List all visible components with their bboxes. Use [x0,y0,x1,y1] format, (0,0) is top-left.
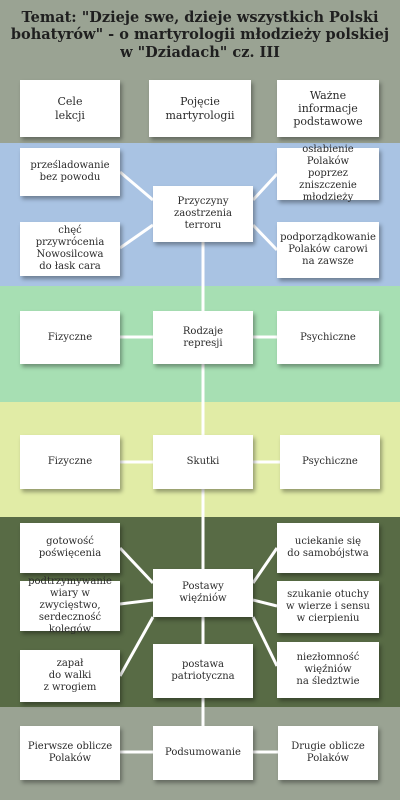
header-band [0,0,400,70]
connector-attitude-left-top [118,546,155,585]
summary-center-box: Podsumowanie [153,726,253,780]
attitude-suicide-box: uciekanie się do samobójstwa [277,523,379,573]
causes-center-box: Przyczyny zaostrzenia terroru [153,186,253,242]
page-title: Temat: "Dzieje swe, dzieje wszystkich Po… [10,8,390,61]
attitude-steadfastness-box: niezłomność więźniów na śledztwie [277,642,379,698]
attitude-zeal-box: zapał do walki z wrogiem [20,650,120,702]
cause-weakening-box: osłabienie Polaków poprzez zniszczenie m… [277,144,379,203]
summary-first-face-box: Pierwsze oblicze Polaków [20,726,120,780]
connector-attitude-left-bottom [118,616,155,677]
summary-second-face-box: Drugie oblicze Polaków [278,726,378,780]
attitude-comfort-box: szukanie otuchy w wierze i sensu w cierp… [277,581,379,633]
effects-psychological-box: Psychiczne [280,435,380,489]
attitude-sacrifice-box: gotowość poświęcenia [20,523,120,573]
cause-subordination-box: podporządkowanie Polaków carowi na zawsz… [277,222,379,278]
connector-cause-left-top [119,170,154,202]
attitudes-center-box: Postawy więźniów [153,569,253,617]
connector-cause-right-bottom [251,223,279,252]
goals-box: Cele lekcji [20,80,120,137]
cause-novosiltsev-box: chęć przywrócenia Nowosilcowa do łask ca… [20,222,120,276]
attitude-faith-box: podtrzymywanie wiary w zwycięstwo, serde… [20,576,120,635]
connector-attitude-right-top [251,547,279,584]
connector-attitude-left-mid [119,598,154,606]
connector-attitude-right-bottom [251,616,279,667]
patriotic-attitude-box: postawa patriotyczna [153,644,253,698]
repressions-psychological-box: Psychiczne [277,311,379,364]
cause-persecution-box: prześladowanie bez powodu [20,148,120,196]
important-info-box: Ważne informacje podstawowe [277,80,379,137]
connector-cause-left-bottom [119,223,154,250]
effects-center-box: Skutki [153,435,253,489]
repressions-physical-box: Fizyczne [20,311,120,364]
martyrology-box: Pojęcie martyrologii [149,80,251,137]
effects-physical-box: Fizyczne [20,435,120,489]
connector-cause-right-top [251,172,279,202]
repressions-center-box: Rodzaje represji [153,311,253,364]
connector-attitude-right-mid [252,598,278,608]
